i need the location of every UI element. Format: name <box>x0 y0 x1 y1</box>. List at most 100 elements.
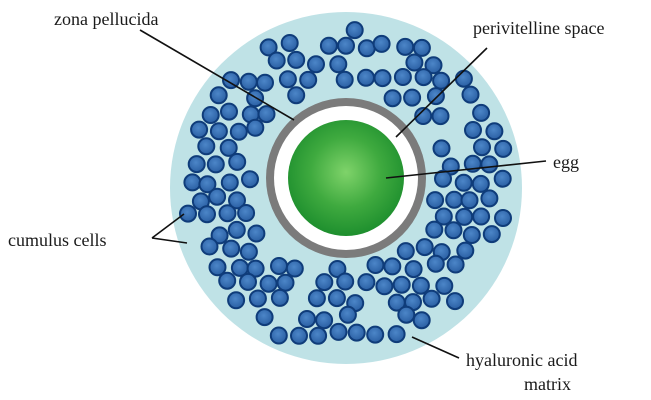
cumulus-cell <box>389 326 405 342</box>
cumulus-cell <box>271 258 287 274</box>
cumulus-cell <box>242 171 258 187</box>
cumulus-cell <box>288 52 304 68</box>
cumulus-cell <box>495 171 511 187</box>
cumulus-cell <box>272 290 288 306</box>
cumulus-cell <box>247 90 263 106</box>
cumulus-cell <box>473 209 489 225</box>
cumulus-cell <box>231 124 247 140</box>
cumulus-cell <box>288 87 304 103</box>
cumulus-cell <box>427 192 443 208</box>
cumulus-cell <box>395 69 411 85</box>
cumulus-cell <box>414 312 430 328</box>
cumulus-cell <box>247 120 263 136</box>
cumulus-cell <box>291 328 307 344</box>
cumulus-cell <box>309 290 325 306</box>
cumulus-cell <box>229 154 245 170</box>
cumulus-cell <box>282 35 298 51</box>
cumulus-cell <box>240 274 256 290</box>
cumulus-cell <box>473 176 489 192</box>
label-matrix: matrix <box>524 374 571 394</box>
cumulus-cell <box>310 328 326 344</box>
cumulus-cell <box>374 36 390 52</box>
cumulus-cell <box>481 190 497 206</box>
cumulus-cell <box>198 138 214 154</box>
cumulus-cell <box>481 156 497 172</box>
cumulus-cell <box>241 74 257 90</box>
label-egg: egg <box>553 152 579 172</box>
cumulus-cell <box>337 72 353 88</box>
cumulus-cell <box>180 206 196 222</box>
label-cumulus-cells: cumulus cells <box>8 230 106 250</box>
cumulus-cell <box>473 105 489 121</box>
cumulus-cell <box>316 274 332 290</box>
cumulus-cell <box>316 312 332 328</box>
cumulus-cell <box>376 278 392 294</box>
cumulus-cell <box>248 226 264 242</box>
cumulus-cell <box>367 327 383 343</box>
cumulus-cell <box>495 141 511 157</box>
cumulus-cell <box>417 239 433 255</box>
cumulus-cell <box>465 122 481 138</box>
cumulus-cell <box>397 39 413 55</box>
cumulus-cell <box>269 53 285 69</box>
cumulus-cell <box>209 189 225 205</box>
cumulus-cell <box>280 71 296 87</box>
cumulus-cell <box>220 205 236 221</box>
cumulus-cell <box>495 210 511 226</box>
cumulus-cell <box>191 122 207 138</box>
cumulus-cell <box>358 274 374 290</box>
cumulus-cell <box>202 239 218 255</box>
cumulus-cell <box>358 70 374 86</box>
cumulus-cell <box>330 56 346 72</box>
cumulus-cell <box>184 174 200 190</box>
cumulus-cell <box>223 241 239 257</box>
cumulus-cell <box>375 70 391 86</box>
cumulus-cell <box>433 108 449 124</box>
cumulus-cell <box>463 87 479 103</box>
cumulus-cell <box>384 258 400 274</box>
cumulus-cell <box>221 104 237 120</box>
cumulus-cell <box>349 325 365 341</box>
cumulus-cell <box>414 40 430 56</box>
cumulus-cell <box>448 257 464 273</box>
cumulus-cell <box>446 222 462 238</box>
label-hyaluronic-acid: hyaluronic acid <box>466 350 577 370</box>
cumulus-cell <box>406 261 422 277</box>
cumulus-cell <box>456 175 472 191</box>
cumulus-cell <box>457 243 473 259</box>
cumulus-cell <box>329 290 345 306</box>
cumulus-cell <box>222 175 238 191</box>
cumulus-cell <box>347 22 363 38</box>
cumulus-cell <box>404 90 420 106</box>
cumulus-cell <box>464 227 480 243</box>
cumulus-cell <box>278 275 294 291</box>
cumulus-cell <box>300 72 316 88</box>
cumulus-cell <box>208 156 224 172</box>
cumulus-cell <box>394 277 410 293</box>
cumulus-cell <box>331 324 347 340</box>
cumulus-cell <box>241 244 257 260</box>
cumulus-cell <box>299 311 315 327</box>
cumulus-cell <box>426 222 442 238</box>
cumulus-cell <box>424 291 440 307</box>
cumulus-cell <box>261 276 277 292</box>
cumulus-cell <box>259 106 275 122</box>
cumulus-cell <box>428 88 444 104</box>
cumulus-cell <box>257 309 273 325</box>
cumulus-cell <box>436 278 452 294</box>
cumulus-cell <box>203 107 219 123</box>
cumulus-cell <box>321 38 337 54</box>
cumulus-cell <box>413 278 429 294</box>
cumulus-cell <box>271 328 287 344</box>
cumulus-cell <box>359 40 375 56</box>
cumulus-cell <box>456 209 472 225</box>
cumulus-cell <box>189 156 205 172</box>
cumulus-cell <box>340 307 356 323</box>
cumulus-cell <box>211 123 227 139</box>
cumulus-cell <box>486 123 502 139</box>
cumulus-cell <box>456 71 472 87</box>
cumulus-cell <box>385 90 401 106</box>
cumulus-cell <box>398 243 414 259</box>
cumulus-cell <box>474 139 490 155</box>
